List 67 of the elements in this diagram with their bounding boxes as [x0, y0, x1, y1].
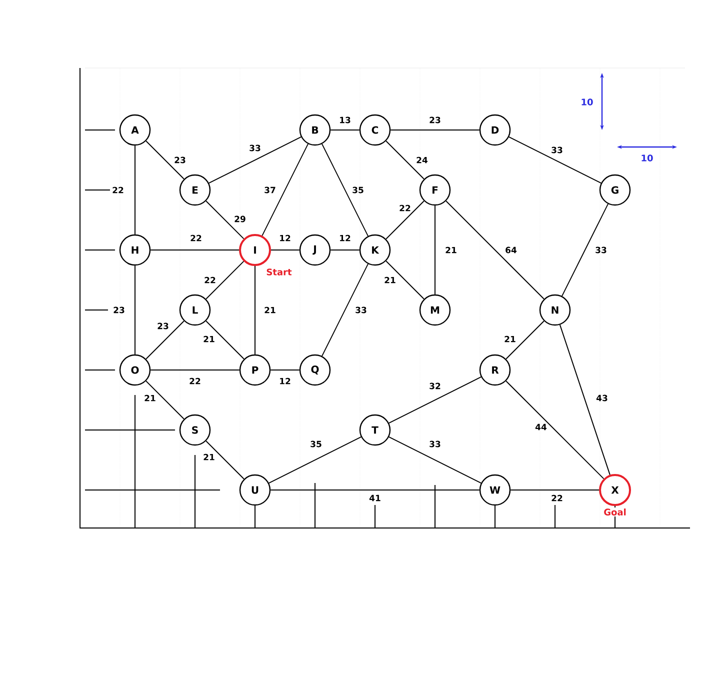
edge-label: 23: [428, 116, 442, 124]
edge: [146, 380, 184, 420]
dimension-label: 10: [642, 154, 653, 162]
edge-label: 23: [156, 322, 170, 330]
edge-label: 43: [596, 394, 608, 402]
edge: [434, 205, 436, 295]
edge-label: 21: [384, 276, 396, 284]
edge: [262, 143, 309, 236]
edge-label: 12: [338, 234, 352, 242]
edge: [134, 265, 136, 355]
edge: [254, 266, 256, 355]
edge-label: 33: [248, 144, 262, 152]
edge: [268, 436, 362, 484]
edge-label: 44: [534, 423, 548, 431]
dimension-label: 10: [582, 98, 593, 106]
edge-label: 21: [504, 335, 516, 343]
edge-label: 23: [174, 156, 186, 164]
edge: [559, 324, 610, 476]
edge-label: 32: [428, 382, 442, 390]
edge-label: 33: [594, 246, 608, 254]
edge: [388, 376, 482, 424]
edge: [321, 263, 369, 357]
edge: [321, 143, 369, 237]
edge-label: 22: [188, 377, 202, 385]
edge: [388, 436, 482, 484]
edge: [386, 260, 424, 300]
edge-label: 37: [264, 186, 276, 194]
edge-label: 21: [444, 246, 458, 254]
node-caption: Goal: [602, 508, 628, 516]
edge-label: 64: [504, 246, 518, 254]
edge-label: 33: [550, 146, 564, 154]
edge: [508, 136, 602, 184]
edge-label: 21: [264, 306, 276, 314]
edge-label: 22: [204, 276, 216, 284]
edge-label: 33: [428, 440, 442, 448]
edge: [208, 136, 302, 184]
edge: [206, 260, 244, 300]
edge-label: 22: [112, 186, 124, 194]
edge-label: 29: [234, 215, 246, 223]
edge-label: 33: [354, 306, 368, 314]
edge-label: 12: [278, 377, 292, 385]
edge-label: 12: [278, 234, 292, 242]
edge: [506, 320, 544, 360]
edge-label: 23: [112, 306, 126, 314]
edge-label: 22: [550, 494, 564, 502]
edge-label: 41: [368, 494, 382, 502]
edge-label: 22: [398, 204, 412, 212]
node-caption: Start: [265, 268, 293, 276]
edge-label: 22: [190, 234, 202, 242]
edge: [146, 140, 184, 180]
edge: [561, 203, 609, 297]
edge-label: 13: [338, 116, 352, 124]
edge: [386, 140, 424, 180]
edge-label: 35: [310, 440, 322, 448]
edge: [206, 320, 244, 360]
edge: [206, 440, 244, 480]
edge: [386, 200, 424, 240]
edge-label: 35: [352, 186, 364, 194]
edge-label: 21: [202, 335, 216, 343]
edge-label: 24: [416, 156, 428, 164]
edge: [146, 320, 184, 360]
edge-label: 21: [144, 394, 156, 402]
edge: [506, 380, 604, 480]
edge: [206, 200, 244, 240]
edge: [446, 200, 544, 300]
edge-label: 21: [202, 453, 216, 461]
edge: [134, 145, 136, 235]
